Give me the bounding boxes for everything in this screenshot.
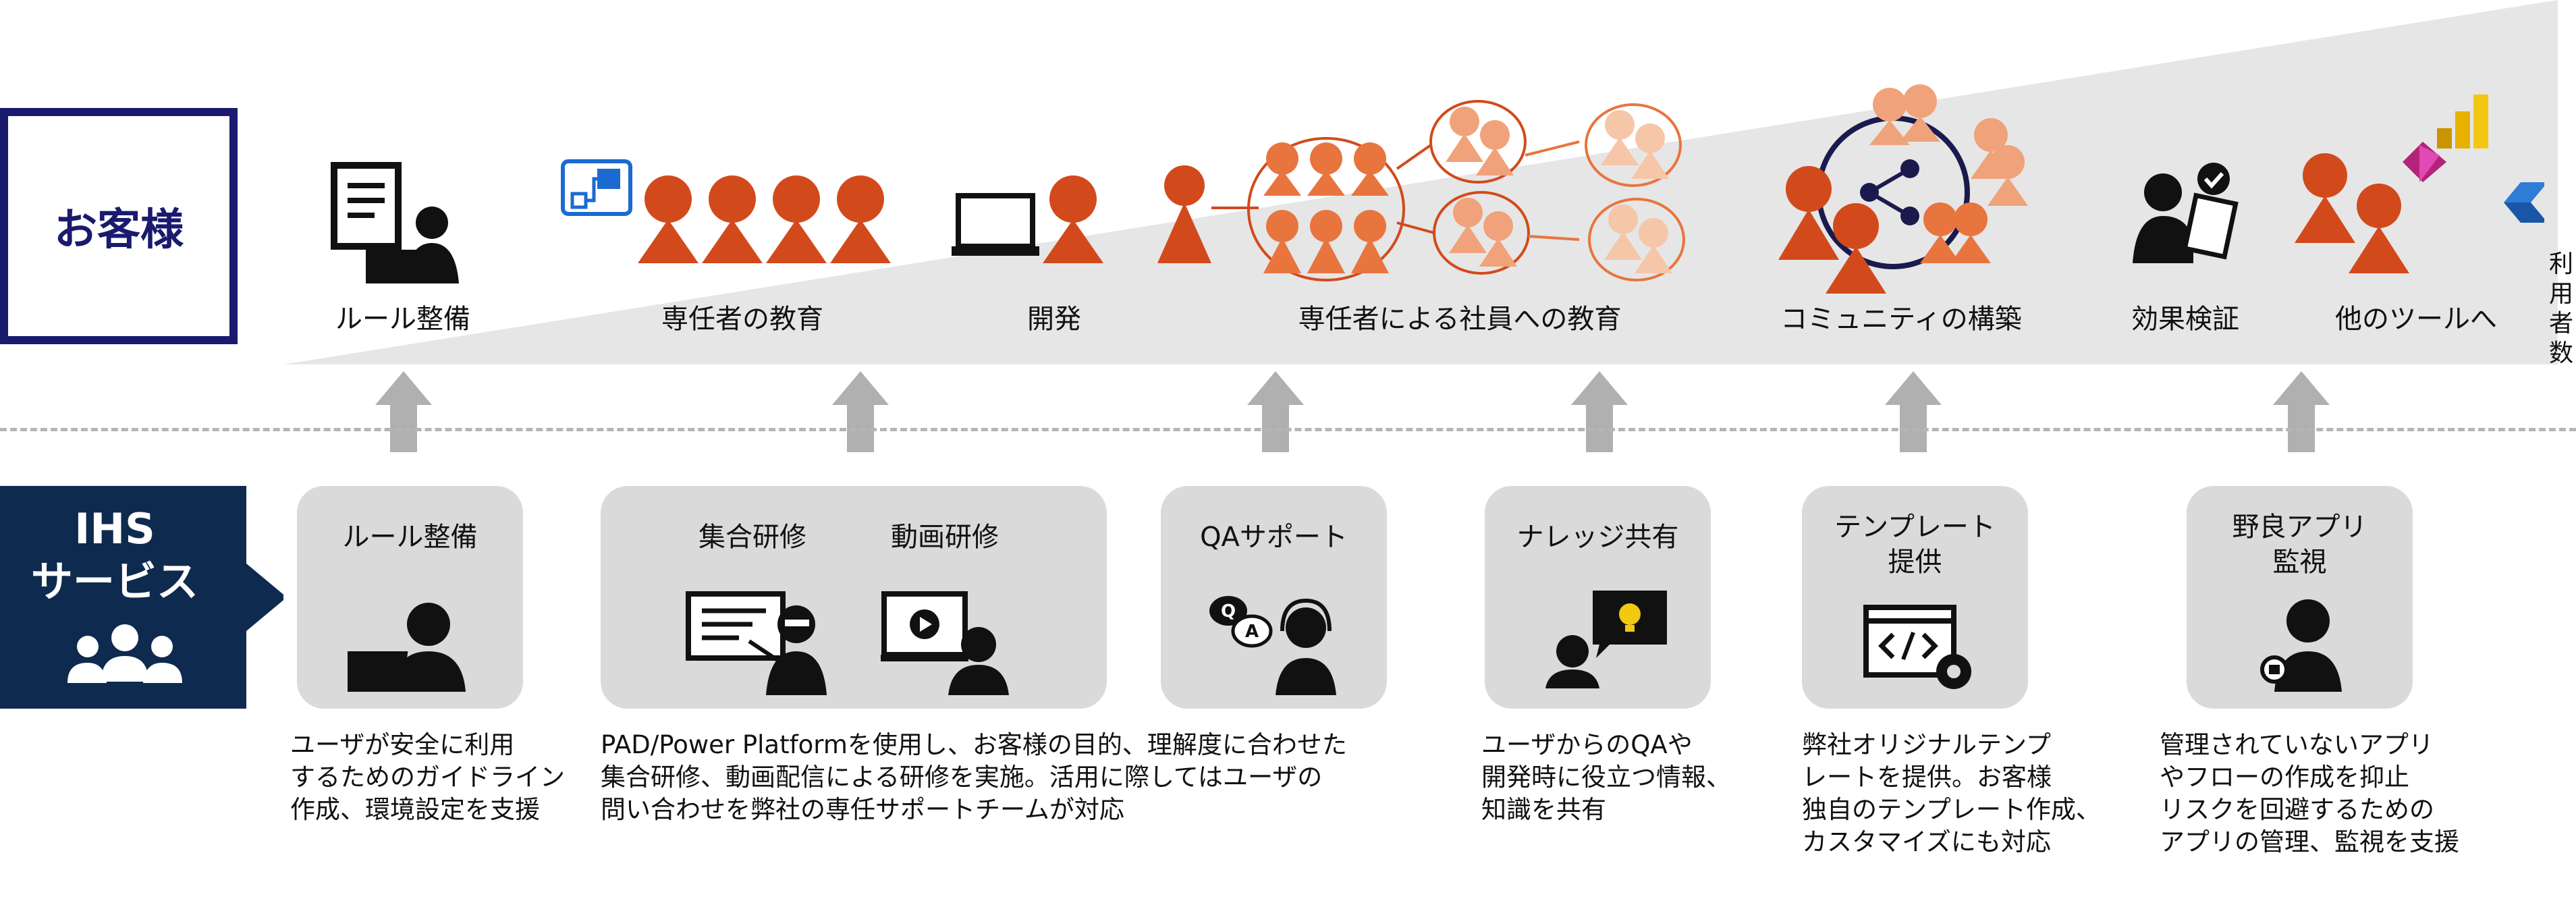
ihs-title-line1: IHS [74,504,155,553]
svg-text:A: A [1245,622,1259,642]
ihs-title-line2: サービス [30,557,198,606]
service-title-group-training: 集合研修 [698,522,806,553]
other-tools-icon [2295,94,2544,273]
qa-support-icon: Q A [1209,596,1336,695]
support-arrows [375,371,2330,452]
service-desc-training: PAD/Power Platformを使用し、お客様の目的、理解度に合わせた 集… [601,730,1347,824]
section-divider [0,428,2576,431]
service-desc-monitoring: 管理されていないアプリ やフローの作成を抑止 リスクを回避するための アプリの管… [2160,730,2459,856]
service-card-training [601,486,1107,709]
stage-label-rules: ルール整備 [335,304,470,335]
service-title-template: テンプレート 提供 [1834,512,1996,578]
developer-laptop-icon [952,175,1103,263]
service-title-rules: ルール整備 [342,522,478,553]
customer-label: お客様 [54,205,184,255]
user-count-axis-label: 利用者数 [2548,250,2573,367]
stage-label-development: 開発 [1027,304,1081,335]
classroom-lecture-icon [686,591,827,695]
code-template-icon [1863,605,1971,689]
stage-label-verification: 効果検証 [2131,304,2239,335]
trainees-group-icon [638,175,891,263]
service-title-qa: QAサポート [1200,522,1348,553]
customer-box: お客様 [0,108,238,344]
stage-label-community: コミュニティの構築 [1780,304,2022,335]
stage-label-specialist-education: 専任者の教育 [661,304,823,335]
svg-text:Q: Q [1221,601,1236,622]
ihs-title: IHS サービス [13,503,216,608]
rule-document-icon [331,162,459,283]
laptop-user-icon [348,603,466,692]
service-title-monitoring: 野良アプリ 監視 [2232,512,2367,578]
community-share-icon [1778,84,2028,294]
stage-label-employee-education: 専任者による社員への教育 [1298,304,1622,335]
service-desc-rules: ユーザが安全に利用 するためのガイドライン 作成、環境設定を支援 [290,730,565,824]
ihs-service-banner [0,486,283,709]
video-training-icon [881,591,1009,695]
power-automate-icon [561,159,632,216]
service-desc-template: 弊社オリジナルテンプ レートを提供。お客様 独自のテンプレート作成、 カスタマイ… [1802,730,2101,856]
service-desc-knowledge: ユーザからのQAや 開発時に役立つ情報、 知識を共有 [1481,730,1731,824]
service-title-knowledge: ナレッジ共有 [1516,522,1679,553]
knowledge-share-icon [1545,591,1667,688]
verification-icon [2133,163,2239,263]
service-title-video-training: 動画研修 [891,522,999,553]
service-card-qa [1161,486,1387,709]
employee-network-icon [1157,100,1685,281]
monitoring-user-icon [2260,599,2342,692]
stage-label-other-tools: 他のツールへ [2335,304,2497,335]
